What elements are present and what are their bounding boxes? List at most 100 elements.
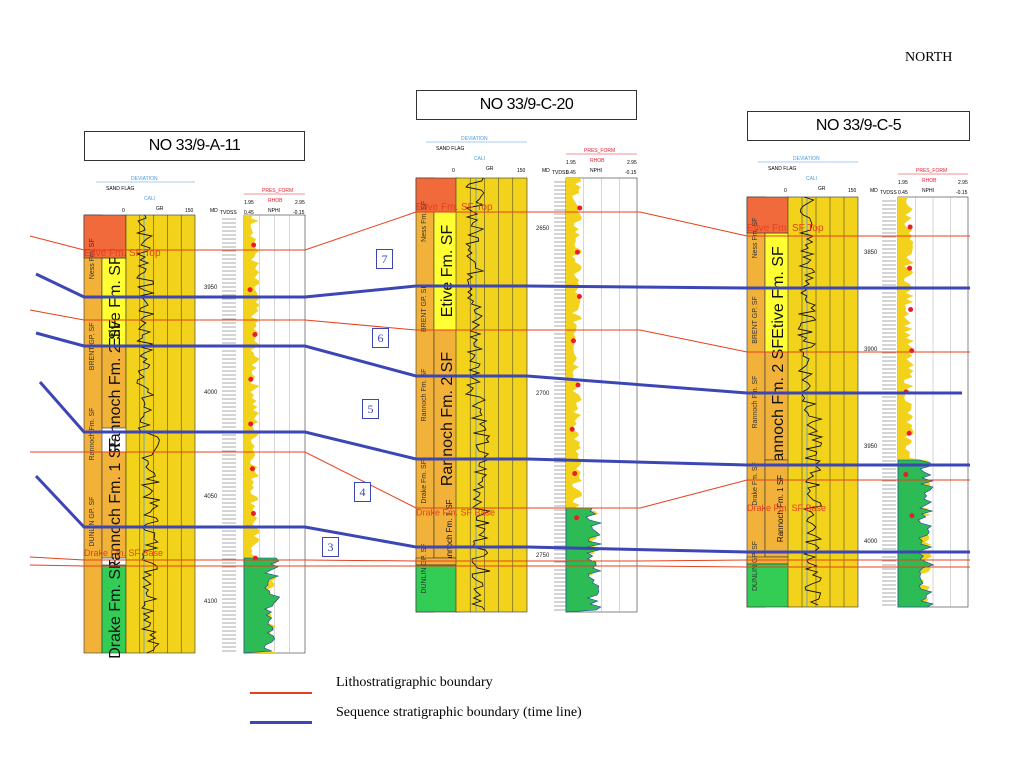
unit-band <box>101 344 127 429</box>
unit-label: Rannoch Fm. 1 SF <box>107 438 124 573</box>
deviation-label: DEVIATION <box>131 176 158 182</box>
base-marker: Drake Fm. SF Base <box>84 548 163 558</box>
pressure-point <box>576 294 582 299</box>
nphi-min: 0.45 <box>244 210 254 216</box>
litho-boundary <box>30 451 970 509</box>
depth-label: 4000 <box>864 539 878 545</box>
pressure-point <box>248 421 254 427</box>
gr-min: 0 <box>784 188 787 194</box>
cali-label: CALI <box>474 156 485 162</box>
unit-band <box>101 451 127 559</box>
group-label: Rannoch Fm. SF <box>752 376 759 429</box>
minor-band <box>83 214 127 259</box>
sequence-boundary <box>35 331 962 395</box>
pressure-point <box>574 515 580 521</box>
pres-form-label: PRES_FORM <box>584 148 615 154</box>
gr-track <box>455 177 528 613</box>
group-label: Ness Fm. SF <box>89 238 96 279</box>
nphi-label: NPHI <box>590 168 602 174</box>
porosity-fill-upper <box>244 215 278 653</box>
depth-label: 4050 <box>204 494 218 500</box>
sequence-label-7: 7 <box>376 249 393 269</box>
group-label: DUNLIN GP. SF <box>752 541 759 591</box>
pressure-point <box>249 466 255 472</box>
md-label: MD <box>870 188 878 194</box>
well-title-c5: NO 33/9-C-5 <box>747 111 970 141</box>
pressure-point <box>247 287 253 293</box>
depth-label: 3900 <box>864 347 878 353</box>
well-title-a11: NO 33/9-A-11 <box>84 131 305 161</box>
group-label: DUNLIN GP. SF <box>89 497 96 547</box>
pressure-point <box>250 511 256 516</box>
nphi-max: -0.15 <box>956 190 968 196</box>
pressure-point <box>572 471 578 476</box>
rhob-min: 1.95 <box>898 180 908 186</box>
group-label: Drake Fm. SF <box>421 460 428 504</box>
depth-label: 2650 <box>536 226 550 232</box>
sequence-label-4: 4 <box>354 482 371 502</box>
sequence-boundary <box>38 381 970 467</box>
minor-band <box>746 563 790 608</box>
unit-band <box>101 564 127 654</box>
sequence-boundary <box>34 474 970 554</box>
top-marker: Etive Fm. SF Top <box>747 223 824 234</box>
top-marker: Etive Fm. SF Top <box>416 202 493 213</box>
pressure-point <box>574 249 580 255</box>
unit-label: Drake Fm. SF <box>107 559 124 659</box>
depth-label: 2750 <box>536 553 550 559</box>
unit-band <box>764 459 790 558</box>
sand-flag-label: SAND FLAG <box>436 146 464 152</box>
pressure-point <box>569 426 575 432</box>
minor-band <box>746 196 790 234</box>
unit-label: Etive Fm. SF <box>439 225 456 318</box>
unit-label: Rannoch Fm. 2 SF <box>439 352 456 487</box>
pressure-point <box>570 338 576 344</box>
cali-label: CALI <box>806 176 817 182</box>
tvdss-label: TVDSS <box>220 210 237 216</box>
unit-label: Etive Fm. SF <box>770 246 787 339</box>
depth-label: 3950 <box>204 285 218 291</box>
group-label: BRENT GP. SF <box>752 296 759 344</box>
deviation-label: DEVIATION <box>793 156 820 162</box>
gr-max: 150 <box>848 188 857 194</box>
litho-boundary <box>29 309 970 353</box>
pressure-point <box>909 513 915 519</box>
tvdss-label: TVDSS <box>880 190 897 196</box>
sequence-label-6: 6 <box>372 328 389 348</box>
depth-label: 3950 <box>864 444 878 450</box>
gr-label: GR <box>818 186 826 192</box>
sand-flag-label: SAND FLAG <box>106 186 134 192</box>
rhob-max: 2.95 <box>627 160 637 166</box>
unit-label: Rannoch Fm. 2 SF <box>107 319 124 454</box>
nphi-max: -0.15 <box>293 210 305 216</box>
rhob-min: 1.95 <box>244 200 254 206</box>
group-label: Ness Fm. SF <box>421 201 428 242</box>
pressure-point <box>577 205 583 211</box>
gr-max: 150 <box>185 208 194 214</box>
rhob-label: RHOB <box>590 158 605 164</box>
group-label: Rannoch Fm. SF <box>89 408 96 461</box>
gr-label: GR <box>486 166 494 172</box>
md-label: MD <box>542 168 550 174</box>
sequence-label-5: 5 <box>362 399 379 419</box>
gr-min: 0 <box>122 208 125 214</box>
pressure-point <box>907 265 913 271</box>
group-label: Ness Fm. SF <box>752 218 759 259</box>
base-marker: Drake Fm. SF Base <box>747 503 826 513</box>
sequence-line-swatch <box>250 721 312 724</box>
nphi-label: NPHI <box>268 208 280 214</box>
unit-label: Rannoch Fm. 2 SF <box>770 339 787 474</box>
nphi-label: NPHI <box>922 188 934 194</box>
nphi-min: 0.45 <box>898 190 908 196</box>
group-label: Rannoch Fm. SF <box>421 369 428 422</box>
rhob-max: 2.95 <box>295 200 305 206</box>
md-label: MD <box>210 208 218 214</box>
pressure-point <box>252 332 258 337</box>
gr-curve <box>796 196 824 606</box>
unit-label: Etive Fm. SF <box>107 255 124 348</box>
porosity-fill-lower <box>897 459 935 608</box>
pressure-point <box>907 224 913 230</box>
gr-max: 150 <box>517 168 526 174</box>
nphi-min: 0.45 <box>566 170 576 176</box>
